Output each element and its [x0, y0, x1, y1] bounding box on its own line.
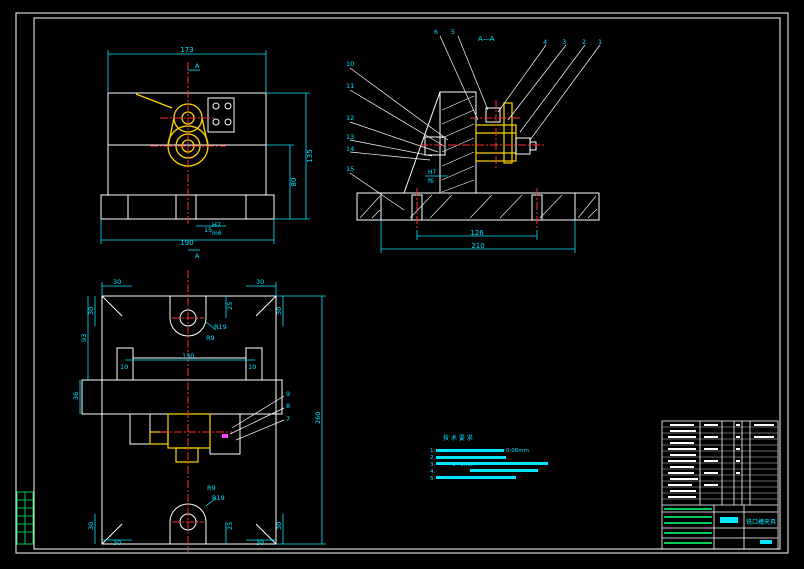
- front-mid-height-dim: 80: [290, 178, 298, 187]
- bottom-radius-big: R19: [212, 494, 225, 502]
- callout-2: 2: [582, 38, 586, 46]
- front-base-inner-dim: 15: [204, 226, 212, 234]
- bottom-radius-small: R9: [207, 484, 216, 492]
- section-total-dim: 210: [471, 242, 484, 250]
- callout-6: 6: [434, 28, 438, 36]
- top-radius-small: R9: [206, 334, 215, 342]
- top-radius-big: R19: [214, 323, 227, 331]
- callout-12: 12: [346, 114, 354, 122]
- callout-15: 15: [346, 165, 354, 173]
- callout-9: 9: [286, 390, 290, 398]
- callout-1: 1: [598, 38, 602, 46]
- callout-7: 7: [286, 415, 290, 423]
- callout-3: 3: [562, 38, 566, 46]
- top-slot-depth-top: 25: [226, 302, 234, 310]
- callout-5: 5: [451, 28, 455, 36]
- top-rib-left: 10: [120, 363, 128, 371]
- drawing-frame: [15, 12, 789, 554]
- section-view: 126 210 A—A H7 f6 1 2 3 4 5 6 10: [346, 28, 602, 253]
- front-width-dim: 173: [180, 46, 193, 54]
- notes-heading: 技 术 要 求: [443, 434, 473, 442]
- section-inner-dim: 126: [470, 229, 484, 237]
- front-view: 173 190 135 80 15 H7 m6 A A: [100, 46, 314, 260]
- title-block: 铣口槽夹具: [661, 420, 779, 550]
- note-3-index: 3.: [430, 462, 435, 468]
- section-fit-sub-label: f6: [428, 178, 434, 185]
- callout-10: 10: [346, 60, 354, 68]
- top-view: 30 30 30 30 25 R19 R9 93 130 10 10 36 26…: [72, 270, 326, 552]
- note-1-index: 1.: [430, 448, 435, 454]
- top-slot-width-right: 30: [256, 278, 264, 286]
- top-dist-93: 93: [80, 334, 88, 342]
- section-title: A—A: [478, 35, 495, 43]
- callout-4: 4: [543, 38, 547, 46]
- section-arrow-bottom: A: [195, 252, 200, 260]
- top-slot-depth-bottom: 25: [226, 522, 234, 530]
- callout-11: 11: [346, 82, 354, 90]
- note-1-value: 0.06mm: [506, 448, 529, 454]
- bottom-width-right: 30: [256, 539, 264, 547]
- front-fit-label: H7: [212, 221, 221, 229]
- bottom-width-left: 30: [113, 539, 121, 547]
- top-overall-height: 260: [314, 412, 322, 424]
- front-base-width-dim: 190: [180, 239, 193, 247]
- callout-8: 8: [286, 402, 290, 410]
- front-fit-sub-label: m6: [212, 230, 222, 237]
- title-block-name: 铣口槽夹具: [746, 518, 776, 526]
- front-total-height-dim: 135: [306, 149, 314, 162]
- bottom-height-right: 30: [275, 522, 283, 530]
- top-rail-height: 36: [72, 392, 80, 400]
- callout-13: 13: [346, 133, 354, 141]
- section-fit-label: H7: [428, 169, 437, 176]
- callout-14: 14: [346, 145, 354, 153]
- note-5-index: 5.: [430, 476, 435, 482]
- top-rib-right: 10: [248, 363, 256, 371]
- technical-notes: 技 术 要 求 1. 2. 3. 4. 5. 0.06mm 1~3mm: [430, 434, 548, 482]
- note-4-index: 4.: [430, 469, 435, 475]
- note-2-index: 2.: [430, 455, 435, 461]
- bottom-height-left: 30: [87, 522, 95, 530]
- top-slot-width-left: 30: [113, 278, 121, 286]
- top-slot-height-left: 30: [87, 307, 95, 315]
- top-center-span: 130: [182, 352, 194, 360]
- revision-strip: [16, 491, 34, 545]
- section-arrow-top: A: [195, 62, 200, 70]
- top-slot-height-right: 30: [275, 307, 283, 315]
